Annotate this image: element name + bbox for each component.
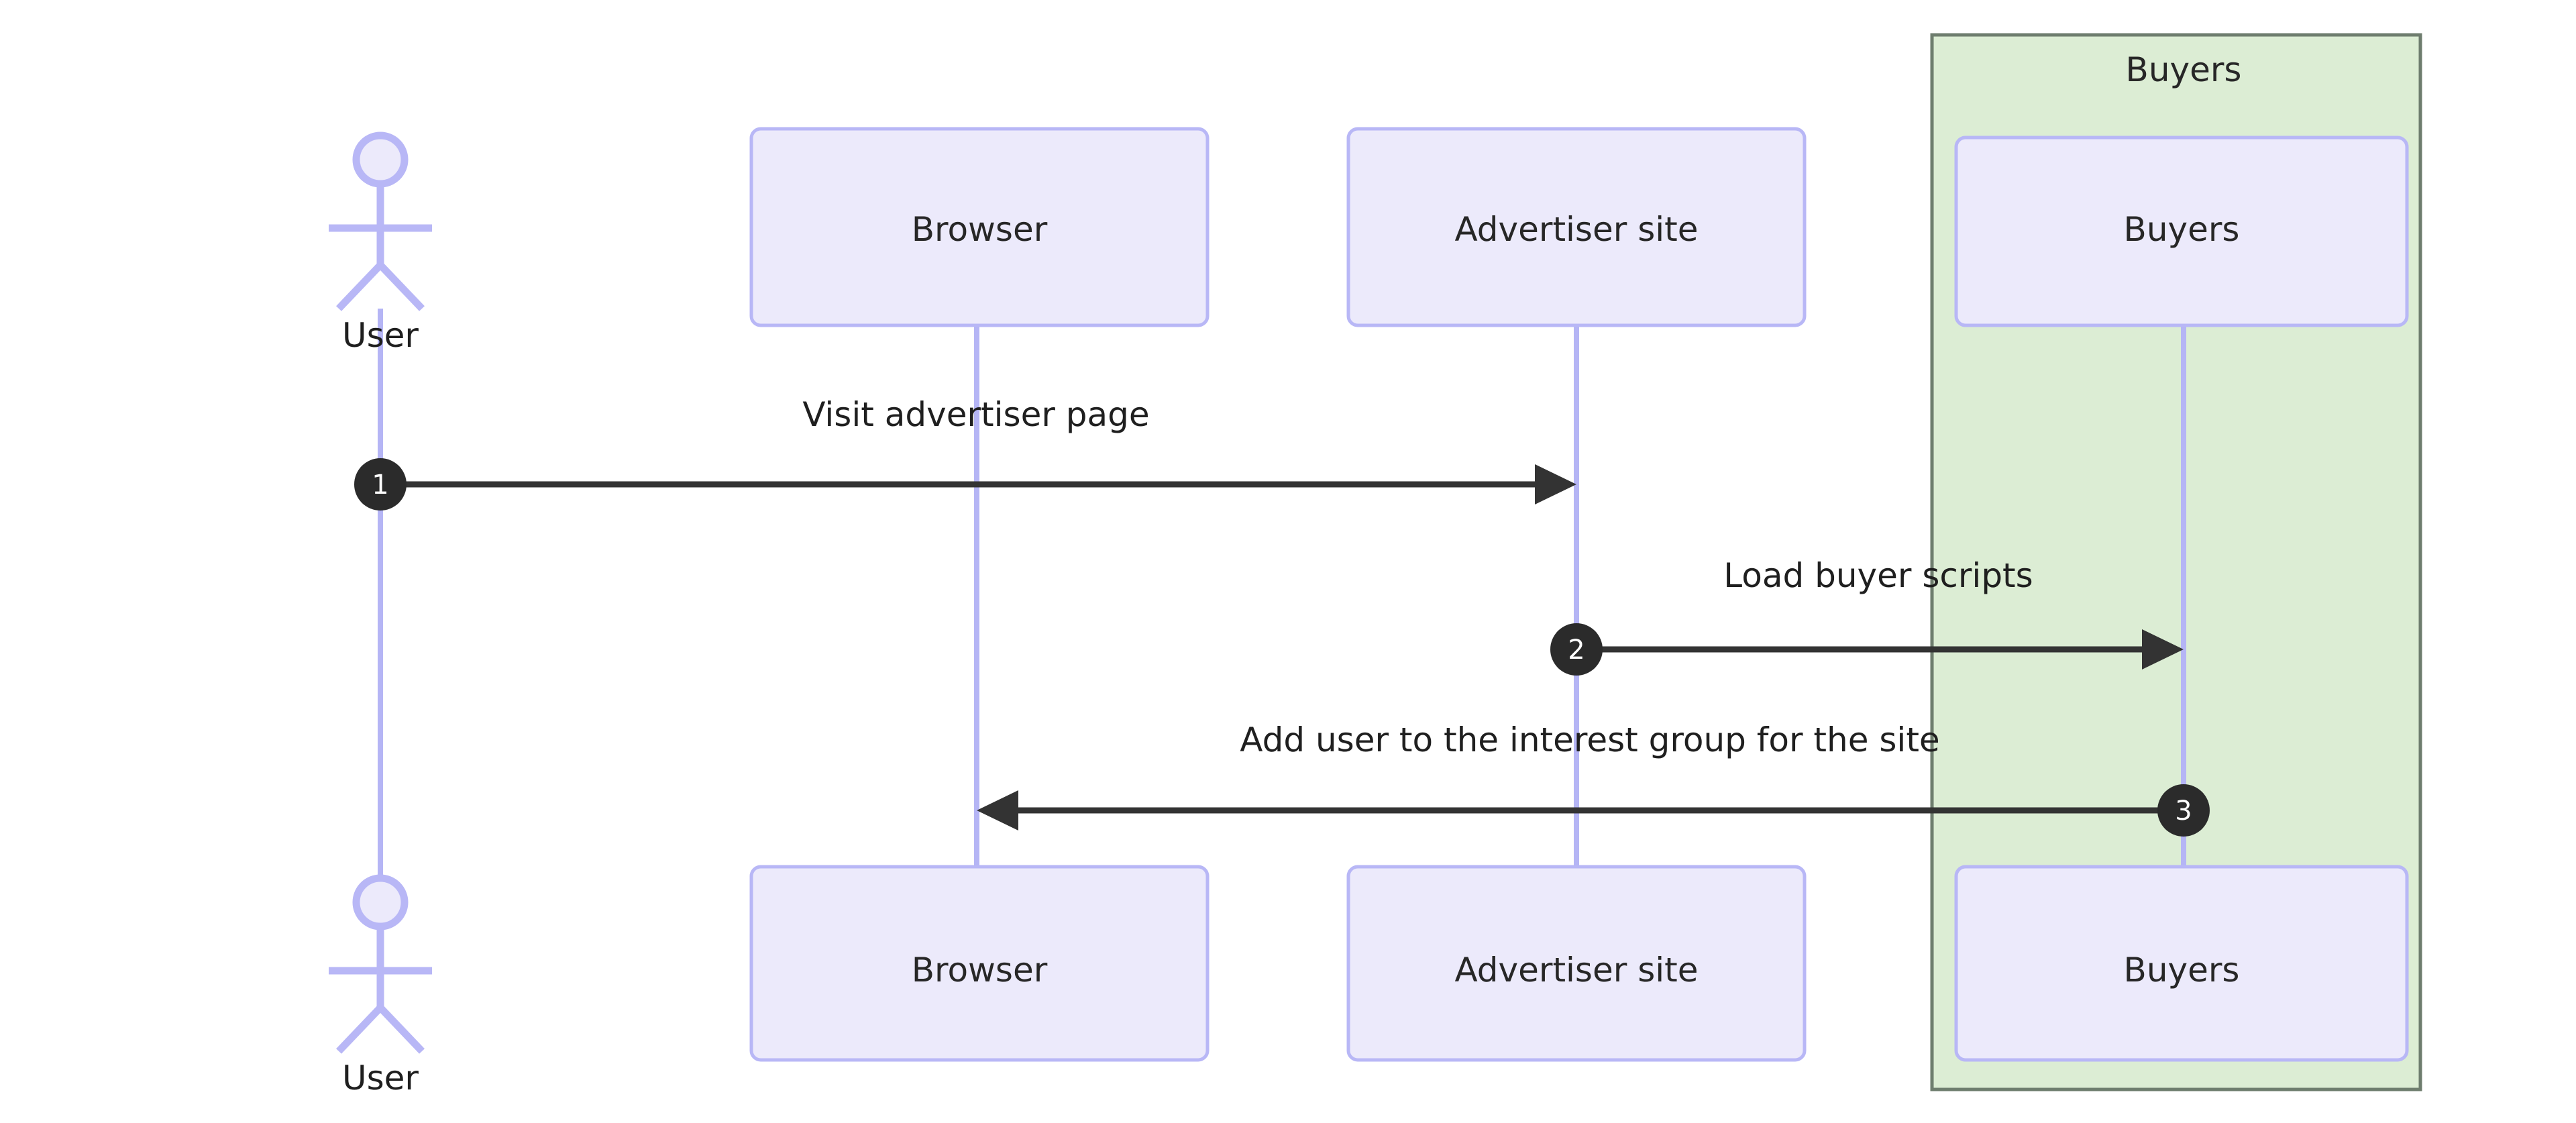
participant-user-bottom[interactable]: User xyxy=(329,874,432,1098)
participant-label-advertiser-site-bottom: Advertiser site xyxy=(1454,951,1698,990)
participant-browser-top[interactable]: Browser xyxy=(749,127,1210,327)
actor-leg-left-icon xyxy=(336,1005,383,1054)
actor-leg-left-icon xyxy=(336,262,383,311)
participant-box-advertiser-site-top[interactable] xyxy=(1346,127,1807,327)
participant-label-buyers-bottom: Buyers xyxy=(2124,951,2240,990)
participant-browser-bottom[interactable]: Browser xyxy=(749,865,1210,1062)
message-3-marker[interactable] xyxy=(2157,784,2210,837)
participant-label-browser-top: Browser xyxy=(912,210,1048,249)
message-3-label: Add user to the interest group for the s… xyxy=(1240,720,1939,759)
message-1-label: Visit advertiser page xyxy=(802,395,1149,434)
participant-advertiser-site-bottom[interactable]: Advertiser site xyxy=(1346,865,1807,1062)
participant-label-advertiser-site-top: Advertiser site xyxy=(1454,210,1698,249)
participant-label-buyers-top: Buyers xyxy=(2124,210,2240,249)
message-2[interactable]: Load buyer scripts 2 xyxy=(1550,556,2184,676)
lifelines xyxy=(378,309,2186,879)
participant-label-user-top: User xyxy=(342,316,419,355)
actor-head-icon xyxy=(352,874,409,930)
participant-label-user-bottom: User xyxy=(342,1059,419,1098)
participant-box-advertiser-site-bottom[interactable] xyxy=(1346,865,1807,1062)
participant-buyers-bottom[interactable]: Buyers xyxy=(1954,865,2409,1062)
participant-user-top[interactable]: User xyxy=(329,131,432,355)
message-2-arrowhead-icon xyxy=(2142,629,2184,670)
participant-label-browser-bottom: Browser xyxy=(912,951,1048,990)
participant-advertiser-site-top[interactable]: Advertiser site xyxy=(1346,127,1807,327)
message-3-number: 3 xyxy=(2175,796,2192,826)
participant-buyers-top[interactable]: Buyers xyxy=(1954,136,2409,327)
message-3-arrowhead-icon xyxy=(977,790,1018,831)
actor-head-icon xyxy=(352,131,409,188)
group-buyers-label: Buyers xyxy=(2126,50,2242,89)
message-1[interactable]: Visit advertiser page 1 xyxy=(354,395,1576,511)
message-2-label: Load buyer scripts xyxy=(1723,556,2033,595)
message-1-number: 1 xyxy=(372,470,388,500)
actor-leg-right-icon xyxy=(378,262,425,311)
participant-box-browser-top[interactable] xyxy=(749,127,1210,327)
participant-box-browser-bottom[interactable] xyxy=(749,865,1210,1062)
message-2-number: 2 xyxy=(1568,635,1585,665)
message-2-marker[interactable] xyxy=(1550,623,1603,676)
message-1-marker[interactable] xyxy=(354,458,407,511)
actor-leg-right-icon xyxy=(378,1005,425,1054)
message-1-arrowhead-icon xyxy=(1535,464,1576,504)
participant-box-buyers-top[interactable] xyxy=(1954,136,2409,327)
message-3[interactable]: Add user to the interest group for the s… xyxy=(977,720,2210,837)
participant-box-buyers-bottom[interactable] xyxy=(1954,865,2409,1062)
